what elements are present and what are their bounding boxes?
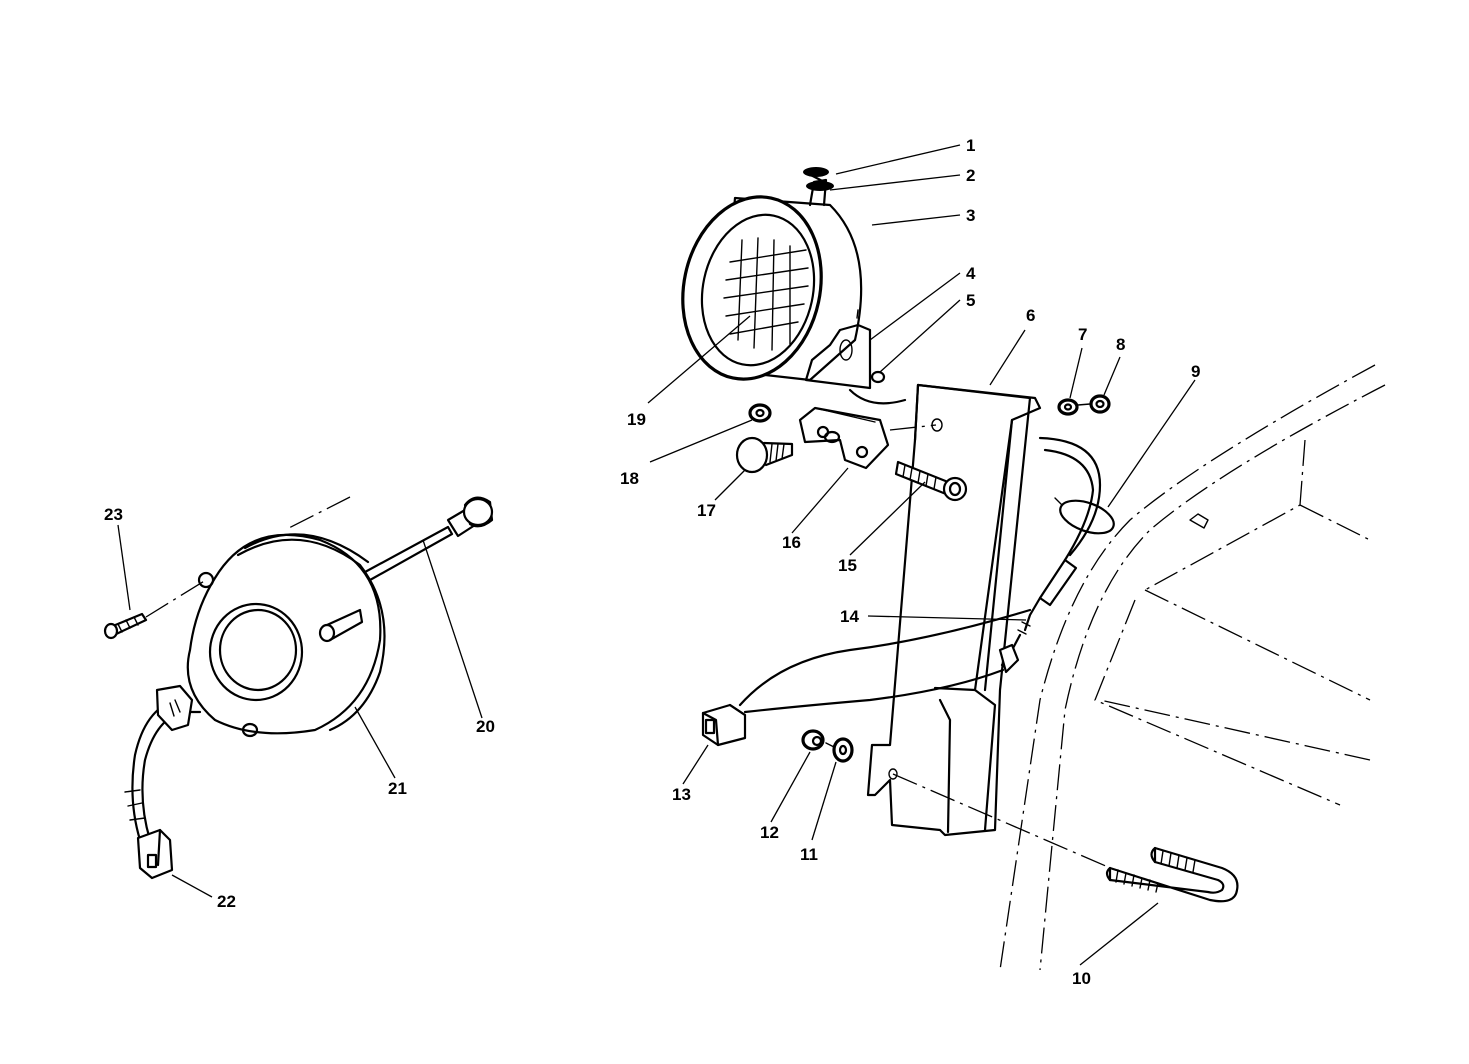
callout-18: 18 [620,469,639,488]
callout-8: 8 [1116,335,1125,354]
callout-12: 12 [760,823,779,842]
callout-labels: 1 2 3 4 5 6 7 8 9 10 11 12 13 14 15 16 1… [104,136,1200,988]
wiring-harness [738,388,1115,714]
nut-5 [870,370,886,384]
callout-17: 17 [697,501,716,520]
callout-23: 23 [104,505,123,524]
headlamp-assembly [186,496,386,738]
callout-5: 5 [966,291,975,310]
leader-lines [117,144,1196,966]
vehicle-body [999,364,1386,971]
callout-4: 4 [966,264,976,283]
callout-19: 19 [627,410,646,429]
callout-9: 9 [1191,362,1200,381]
pigtail-connector-22 [124,684,202,880]
callout-10: 10 [1072,969,1091,988]
centerline-lamp [889,424,937,431]
callout-11: 11 [800,845,818,864]
u-bolt-10 [1105,846,1239,903]
washers-7-8 [1057,394,1111,416]
callout-3: 3 [966,206,975,225]
callout-20: 20 [476,717,495,736]
callout-15: 15 [838,556,857,575]
nut-12-washer-11 [801,729,854,763]
screw-23 [103,579,207,640]
lamp-lens-grid [723,237,809,351]
callout-2: 2 [966,166,975,185]
work-lamp [681,178,872,390]
callout-14: 14 [840,607,859,626]
bolt-15 [894,460,968,502]
callout-13: 13 [672,785,691,804]
swivel-bracket [798,406,890,470]
callout-21: 21 [388,779,407,798]
callout-7: 7 [1078,325,1087,344]
connector-13 [701,703,747,747]
adjuster-20 [363,496,494,582]
callout-16: 16 [782,533,801,552]
knob-bolt-17 [735,430,841,474]
nut-18 [748,403,772,423]
lamp-cap [803,167,834,191]
callout-22: 22 [217,892,236,911]
callout-6: 6 [1026,306,1035,325]
mounting-bracket [866,383,1042,837]
callout-1: 1 [966,136,975,155]
